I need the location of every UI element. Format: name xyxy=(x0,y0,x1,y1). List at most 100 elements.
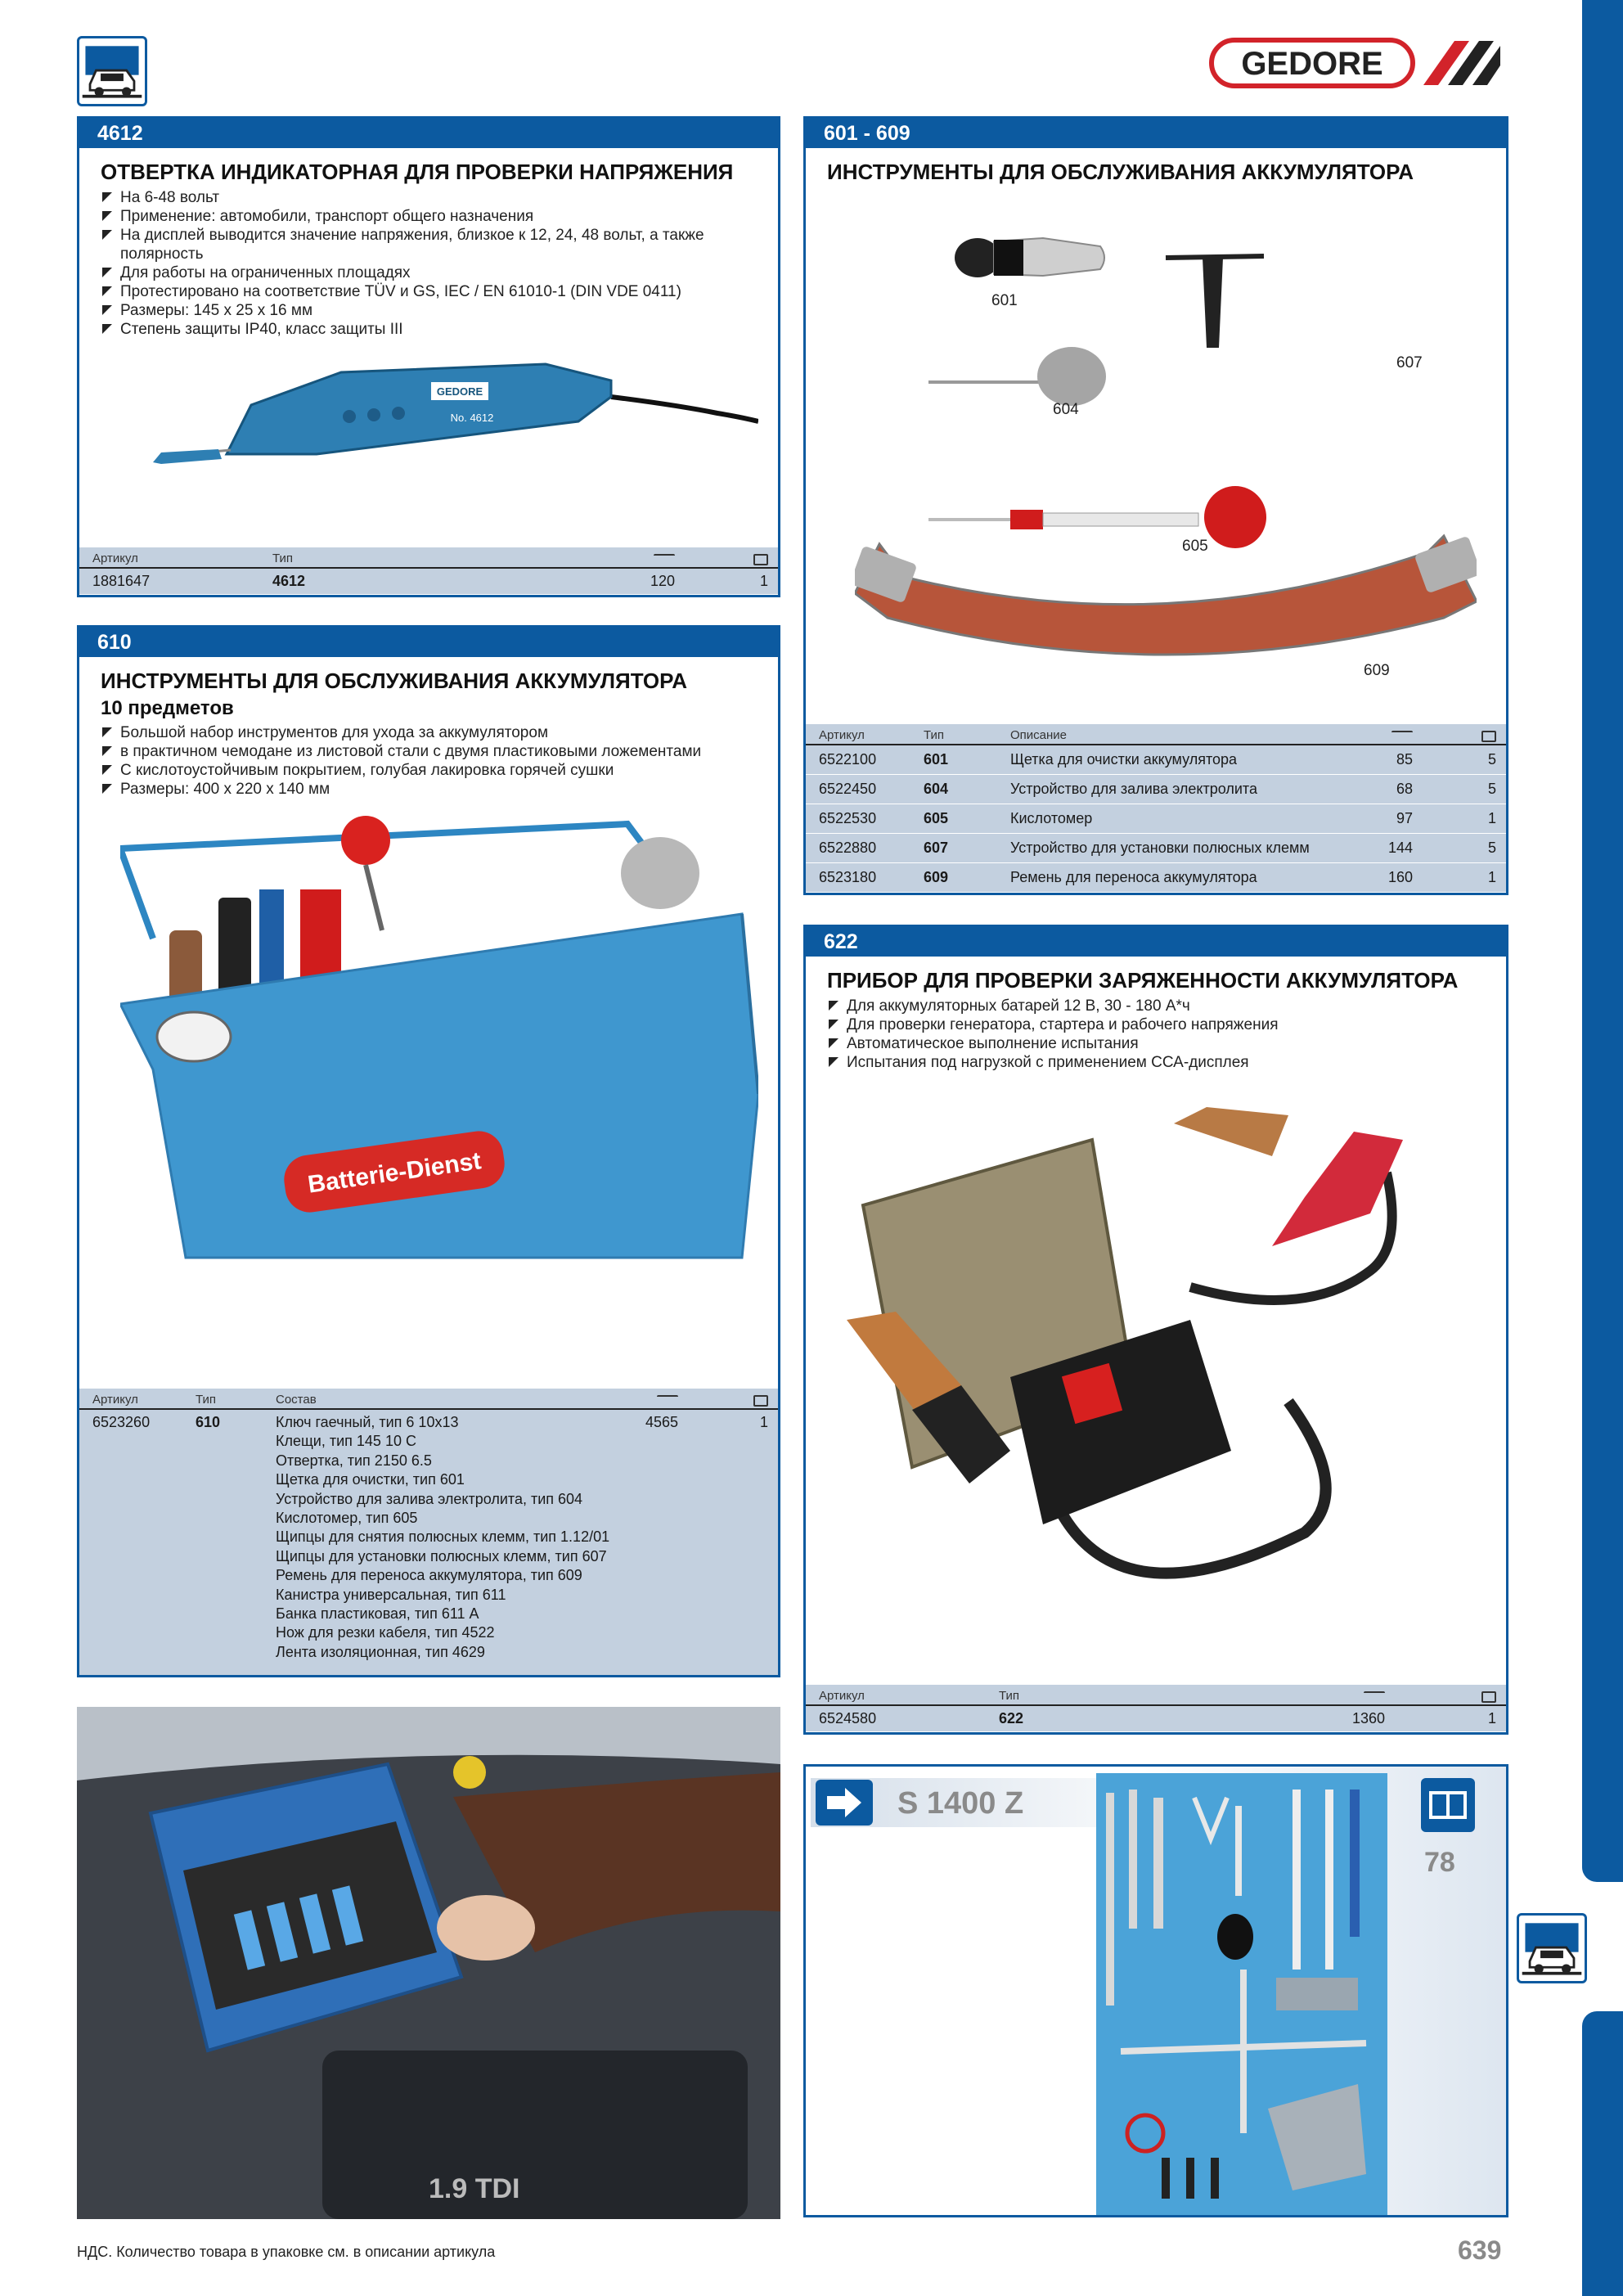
type-code: 622 xyxy=(999,1710,1024,1727)
col-type-header: Тип xyxy=(196,1393,217,1407)
panel-subtitle: 10 предметов xyxy=(101,697,234,719)
package-icon xyxy=(753,554,768,565)
weight-value: 68 xyxy=(1396,781,1413,797)
panel-title: ИНСТРУМЕНТЫ ДЛЯ ОБСЛУЖИВАНИЯ АККУМУЛЯТОР… xyxy=(101,669,687,693)
qty-value: 1 xyxy=(759,1414,768,1430)
table-row[interactable]: 6522530 605 Кислотомер 97 1 xyxy=(806,804,1506,834)
battery-tester-image[interactable] xyxy=(847,1107,1452,1647)
qty-value: 1 xyxy=(1487,869,1496,885)
weight-icon xyxy=(1391,731,1413,742)
contents-item: Кислотомер, тип 605 xyxy=(276,1510,418,1527)
description: Кислотомер xyxy=(1010,810,1093,826)
col-qty-header xyxy=(688,1393,778,1407)
panel-title: ИНСТРУМЕНТЫ ДЛЯ ОБСЛУЖИВАНИЯ АККУМУЛЯТОР… xyxy=(827,160,1414,184)
type-code: 607 xyxy=(924,840,949,856)
page-number: 639 xyxy=(1458,2235,1502,2265)
feature-item: Для работы на ограниченных площадях xyxy=(101,263,778,282)
panel-code: 4612 xyxy=(79,119,778,148)
battery-tools-image[interactable] xyxy=(855,233,1477,708)
panel-title: ОТВЕРТКА ИНДИКАТОРНАЯ ДЛЯ ПРОВЕРКИ НАПРЯ… xyxy=(101,160,734,184)
feature-item: Для аккумуляторных батарей 12 В, 30 - 18… xyxy=(827,997,1506,1015)
weight-value: 1360 xyxy=(1351,1710,1385,1727)
contents-item: Лента изоляционная, тип 4629 xyxy=(276,1643,485,1660)
tool-set-image[interactable] xyxy=(1096,1773,1387,2215)
panel-code: 622 xyxy=(806,927,1506,957)
contents-item: Канистра универсальная, тип 611 xyxy=(276,1586,506,1603)
article-number: 6522100 xyxy=(819,751,877,768)
article-number: 6522530 xyxy=(819,810,877,826)
type-code: 4612 xyxy=(272,573,306,589)
table-row[interactable]: 6522100 601 Щетка для очистки аккумулято… xyxy=(806,745,1506,775)
battery-toolbox-image[interactable]: Batterie-Dienst xyxy=(120,799,758,1290)
table-row[interactable]: 6522880 607 Устройство для установки пол… xyxy=(806,834,1506,863)
contents-item: Щетка для очистки, тип 601 xyxy=(276,1471,465,1488)
col-article-header: Артикул xyxy=(819,728,865,742)
reference-panel: S 1400 Z 78 xyxy=(803,1764,1508,2217)
feature-item: в практичном чемодане из листовой стали … xyxy=(101,742,778,761)
type-code: 605 xyxy=(924,810,949,826)
type-code: 610 xyxy=(196,1414,221,1430)
weight-value: 97 xyxy=(1396,810,1413,826)
item-label-605: 605 xyxy=(1182,538,1208,555)
footer-note: НДС. Количество товара в упаковке см. в … xyxy=(77,2244,496,2260)
description: Ремень для переноса аккумулятора xyxy=(1010,869,1257,885)
type-code: 609 xyxy=(924,869,949,885)
set-name[interactable]: S 1400 Z xyxy=(897,1786,1024,1821)
col-type-header: Тип xyxy=(924,728,945,742)
package-icon xyxy=(1481,731,1496,742)
chapter-tab-top xyxy=(1582,0,1623,1882)
car-service-icon[interactable] xyxy=(77,36,147,106)
qty-value: 1 xyxy=(759,573,768,589)
gedore-logo: GEDORE xyxy=(1209,38,1504,88)
arrow-right-icon[interactable] xyxy=(816,1780,873,1826)
feature-item: Испытания под нагрузкой с применением СС… xyxy=(827,1053,1506,1072)
feature-item: Автоматическое выполнение испытания xyxy=(827,1034,1506,1053)
type-code: 601 xyxy=(924,751,949,768)
table-row[interactable]: 6523260 610 Ключ гаечный, тип 6 10x13 Кл… xyxy=(79,1410,778,1662)
item-label-607: 607 xyxy=(1396,354,1423,371)
engine-bay-photo[interactable]: 1.9 TDI xyxy=(77,1707,780,2219)
col-contents-header: Состав xyxy=(276,1393,317,1407)
table-row[interactable]: 6522450 604 Устройство для залива электр… xyxy=(806,775,1506,804)
article-table: Артикул Тип 6524580 622 1360 1 xyxy=(806,1685,1506,1732)
logo-text: GEDORE xyxy=(1241,46,1382,82)
weight-icon xyxy=(654,554,675,565)
type-code: 604 xyxy=(924,781,949,797)
item-label-601: 601 xyxy=(991,292,1018,309)
col-article-header: Артикул xyxy=(92,551,138,565)
product-panel-601-609: 601 - 609 ИНСТРУМЕНТЫ ДЛЯ ОБСЛУЖИВАНИЯ А… xyxy=(803,116,1508,895)
qty-value: 5 xyxy=(1487,781,1496,797)
article-number: 6523180 xyxy=(819,869,877,885)
feature-item: Для проверки генератора, стартера и рабо… xyxy=(827,1015,1506,1034)
voltage-tester-image[interactable]: GEDORE No. 4612 xyxy=(153,348,758,470)
col-weight-header xyxy=(614,1393,688,1407)
article-number: 6524580 xyxy=(819,1710,877,1727)
package-icon xyxy=(1481,1691,1496,1703)
table-header: Артикул Тип xyxy=(806,1685,1506,1706)
weight-value: 160 xyxy=(1387,869,1413,885)
qty-value: 1 xyxy=(1487,1710,1496,1727)
weight-value: 144 xyxy=(1387,840,1413,856)
product-model-label: No. 4612 xyxy=(451,412,494,424)
feature-item: На дисплей выводится значение напряжения… xyxy=(101,226,778,263)
table-row[interactable]: 6523180 609 Ремень для переноса аккумуля… xyxy=(806,863,1506,893)
description: Щетка для очистки аккумулятора xyxy=(1010,751,1238,768)
article-number: 1881647 xyxy=(92,573,151,589)
table-header: Артикул Тип Описание xyxy=(806,724,1506,745)
article-table: Артикул Тип 1881647 4612 120 1 xyxy=(79,547,778,595)
article-number: 6522450 xyxy=(819,781,877,797)
contents-item: Банка пластиковая, тип 611 А xyxy=(276,1605,479,1623)
feature-item: Размеры: 145 x 25 x 16 мм xyxy=(101,301,778,320)
catalog-page-ref[interactable]: 78 xyxy=(1424,1847,1455,1878)
catalog-book-icon[interactable] xyxy=(1421,1778,1475,1832)
feature-item: На 6-48 вольт xyxy=(101,188,778,207)
item-label-609: 609 xyxy=(1364,662,1390,679)
feature-item: Применение: автомобили, транспорт общего… xyxy=(101,207,778,226)
contents-item: Ключ гаечный, тип 6 10x13 xyxy=(276,1414,459,1430)
table-row[interactable]: 1881647 4612 120 1 xyxy=(79,569,778,595)
article-table: Артикул Тип Состав 6523260 610 Ключ гаеч… xyxy=(79,1389,778,1675)
car-service-icon[interactable] xyxy=(1517,1913,1587,1983)
svg-text:GEDORE: GEDORE xyxy=(437,385,483,398)
weight-value: 120 xyxy=(650,573,675,589)
table-row[interactable]: 6524580 622 1360 1 xyxy=(806,1706,1506,1732)
